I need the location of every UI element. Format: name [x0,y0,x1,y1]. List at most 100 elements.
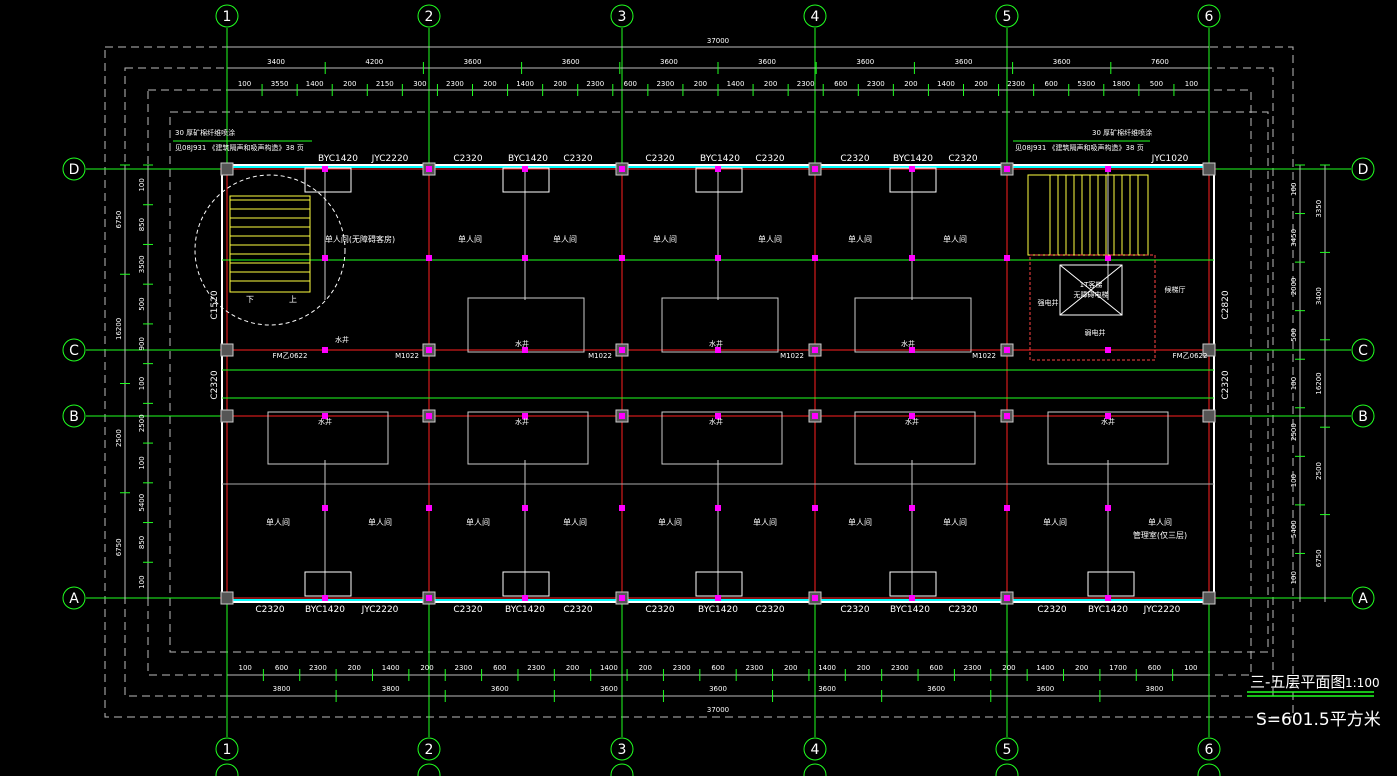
axis-label-B: B [1358,409,1368,425]
axis-label-6: 6 [1205,742,1214,758]
room-label: 单人间 [848,234,872,244]
window-label: BYC1420 [508,154,548,164]
window-label: C2320 [755,605,784,615]
column-marker [522,505,528,511]
dimension-value: 100 [1184,664,1197,672]
dimension-value: 7600 [1151,58,1169,66]
axis-label-5: 5 [1003,742,1012,758]
column-marker [322,505,328,511]
dimension-value: 5400 [1290,520,1298,538]
axis-label-5: 5 [1003,9,1012,25]
dimension-value: 600 [834,80,847,88]
axis-label-D: D [1358,162,1369,178]
window-label: C2320 [453,605,482,615]
window-label: JYC2220 [1143,605,1181,615]
elevator-x [1059,264,1123,316]
dimension-value: 2500 [1290,423,1298,441]
dimension-value: 3800 [382,685,400,693]
window-label: BYC1420 [318,154,358,164]
dimension-value: 1700 [1109,664,1127,672]
dimension-value: 900 [138,337,146,350]
window-label: JYC2220 [361,605,399,615]
column-marker [812,166,818,172]
elevator-lobby-label: 候梯厅 [1165,285,1186,294]
column-marker [1105,166,1111,172]
axis-bubble [215,737,239,761]
axis-label-C: C [1358,343,1368,359]
window-label: C2320 [563,605,592,615]
dimension-value: 3600 [927,685,945,693]
dimension-value: 2300 [446,80,464,88]
drawing-scale: 1:100 [1345,676,1380,690]
door-label: FM乙0622 [273,352,308,360]
column-marker [1004,166,1010,172]
column-marker [619,347,625,353]
dimension-value: 100 [238,664,251,672]
dimension-value: 2300 [1007,80,1025,88]
room-label: 单人间 [943,517,967,527]
total-dimension-bottom: 37000 [707,706,729,714]
door-label: M1022 [972,352,996,360]
dimension-value: 3600 [709,685,727,693]
column-marker [1105,413,1111,419]
axis-label-3: 3 [618,9,627,25]
column-marker [909,255,915,261]
room-label: 单人间 [658,517,682,527]
column-marker [1004,595,1010,601]
column-marker [812,255,818,261]
room-label: 管理室(仅三层) [1133,530,1187,540]
room-label: 单人间(无障碍客房) [325,234,395,244]
window-label: C2320 [255,605,284,615]
axis-bubble [62,404,86,428]
column-marker [522,255,528,261]
structural-column [220,343,234,357]
dimension-value: 600 [493,664,506,672]
dimension-value: 5400 [138,494,146,512]
dimension-value: 200 [420,664,433,672]
bathroom-block [267,411,389,465]
dimension-value: 16200 [1315,372,1323,394]
axis-label-D: D [69,162,80,178]
dimension-value: 200 [553,80,566,88]
column-marker [715,505,721,511]
door-label: M1022 [588,352,612,360]
dimension-value: 3600 [955,58,973,66]
dimension-value: 3600 [562,58,580,66]
axis-label-C: C [69,343,79,359]
bay-window [502,571,550,597]
dimension-value: 6750 [1315,549,1323,567]
column-marker [1004,347,1010,353]
column-marker [522,347,528,353]
dimension-value: 200 [764,80,777,88]
dimension-value: 100 [138,575,146,588]
dimension-value: 3600 [1053,58,1071,66]
column-marker [715,166,721,172]
bay-window [1087,571,1135,597]
dimension-value: 600 [711,664,724,672]
axis-bubble [417,763,441,776]
axis-bubble [995,763,1019,776]
dimension-value: 500 [138,297,146,310]
dimension-value: 3600 [464,58,482,66]
column-marker [812,505,818,511]
window-label: C2320 [453,154,482,164]
dimension-value: 2300 [891,664,909,672]
column-marker [322,255,328,261]
dimension-value: 2300 [745,664,763,672]
dimension-value: 200 [348,664,361,672]
bathroom-block [854,411,976,465]
axis-bubble [417,4,441,28]
dimension-value: 5300 [1077,80,1095,88]
axis-bubble [1197,4,1221,28]
column-marker [522,413,528,419]
structural-column [1202,591,1216,605]
note: 见08J931 《建筑隔声和吸声构造》38 页 [1015,143,1144,152]
column-marker [812,347,818,353]
dimension-value: 600 [1148,664,1161,672]
dimension-value: 3600 [660,58,678,66]
dimension-value: 3600 [600,685,618,693]
dimension-value: 3500 [138,255,146,273]
column-marker [619,595,625,601]
dimension-value: 3400 [267,58,285,66]
shaft-label: 水井 [1101,417,1115,426]
